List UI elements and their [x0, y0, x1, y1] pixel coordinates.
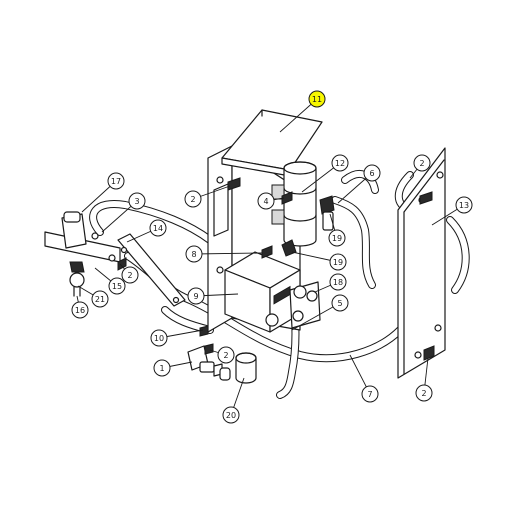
callout-label: 17: [111, 177, 121, 186]
callout-circle: [329, 273, 347, 291]
callout-label: 2: [419, 159, 424, 168]
callout-16: 16: [71, 295, 89, 319]
callout-label: 14: [153, 224, 163, 233]
callout-20: 20: [222, 377, 245, 424]
callout-circle: [121, 266, 139, 284]
callout-circle: [187, 287, 205, 305]
callout-circle: [308, 90, 326, 108]
callout-19: 19: [328, 213, 346, 247]
callout-circle: [331, 294, 349, 312]
callout-circle: [185, 245, 203, 263]
callout-label: 3: [134, 197, 139, 206]
callout-9: 9: [187, 287, 239, 305]
callout-circle: [149, 219, 167, 237]
callout-circle: [108, 277, 126, 295]
callout-label: 11: [312, 95, 322, 104]
callout-label: 4: [263, 197, 268, 206]
callout-3: 3: [101, 192, 146, 233]
callout-label: 21: [95, 295, 105, 304]
callout-8: 8: [185, 245, 263, 263]
callout-label: 13: [459, 201, 469, 210]
callout-circle: [184, 190, 202, 208]
callout-circle: [150, 329, 168, 347]
callout-6: 6: [337, 164, 381, 204]
callout-label: 9: [193, 292, 198, 301]
callout-10: 10: [150, 329, 204, 347]
callout-circle: [257, 192, 275, 210]
callout-label: 19: [332, 234, 342, 243]
callout-11: 11: [279, 90, 326, 133]
callout-label: 8: [191, 250, 196, 259]
callout-1: 1: [153, 359, 193, 377]
callout-label: 5: [337, 299, 342, 308]
callout-circle: [153, 359, 171, 377]
leader-line: [193, 252, 263, 255]
callout-label: 12: [335, 159, 345, 168]
callout-circle: [361, 385, 379, 403]
manifold-18: [265, 281, 321, 329]
callout-21: 21: [77, 285, 109, 308]
callout-circle: [328, 229, 346, 247]
callout-circle: [128, 192, 146, 210]
callout-label: 18: [333, 278, 343, 287]
bracket-14: [117, 233, 186, 307]
callout-18: 18: [314, 273, 347, 293]
callout-12: 12: [301, 154, 349, 193]
callout-4: 4: [257, 192, 285, 210]
callout-circle: [413, 154, 431, 172]
callout-label: 10: [154, 334, 164, 343]
callout-circle: [415, 384, 433, 402]
callout-13: 13: [431, 196, 473, 226]
callout-circle: [107, 172, 125, 190]
callout-2: 2: [409, 154, 431, 179]
callout-circle: [217, 346, 235, 364]
callout-17: 17: [81, 172, 125, 213]
callout-2: 2: [119, 263, 139, 284]
callout-2: 2: [184, 185, 231, 208]
callout-14: 14: [126, 219, 167, 243]
callout-label: 7: [367, 390, 372, 399]
callout-5: 5: [291, 294, 349, 331]
callout-label: 2: [190, 195, 195, 204]
switch-assembly: [44, 211, 121, 297]
callout-2: 2: [209, 346, 235, 364]
callout-circle: [363, 164, 381, 182]
callout-label: 15: [112, 282, 122, 291]
callout-label: 2: [127, 271, 132, 280]
callout-19: 19: [291, 251, 347, 271]
callout-7: 7: [349, 354, 379, 403]
bolts: [117, 177, 435, 361]
callout-2: 2: [415, 357, 433, 402]
callout-label: 1: [159, 364, 164, 373]
leader-line: [291, 302, 341, 331]
callout-label: 2: [223, 351, 228, 360]
top-cover-11: [221, 109, 323, 177]
callout-label: 16: [75, 306, 85, 315]
callout-label: 20: [226, 411, 236, 420]
callout-circle: [455, 196, 473, 214]
callout-circle: [91, 290, 109, 308]
callout-label: 19: [333, 258, 343, 267]
callout-circle: [71, 301, 89, 319]
callout-label: 6: [369, 169, 374, 178]
callout-circle: [329, 253, 347, 271]
callout-label: 2: [421, 389, 426, 398]
callout-15: 15: [94, 267, 126, 295]
callout-circle: [331, 154, 349, 172]
callout-circle: [222, 406, 240, 424]
bottom-fittings: [187, 345, 257, 384]
